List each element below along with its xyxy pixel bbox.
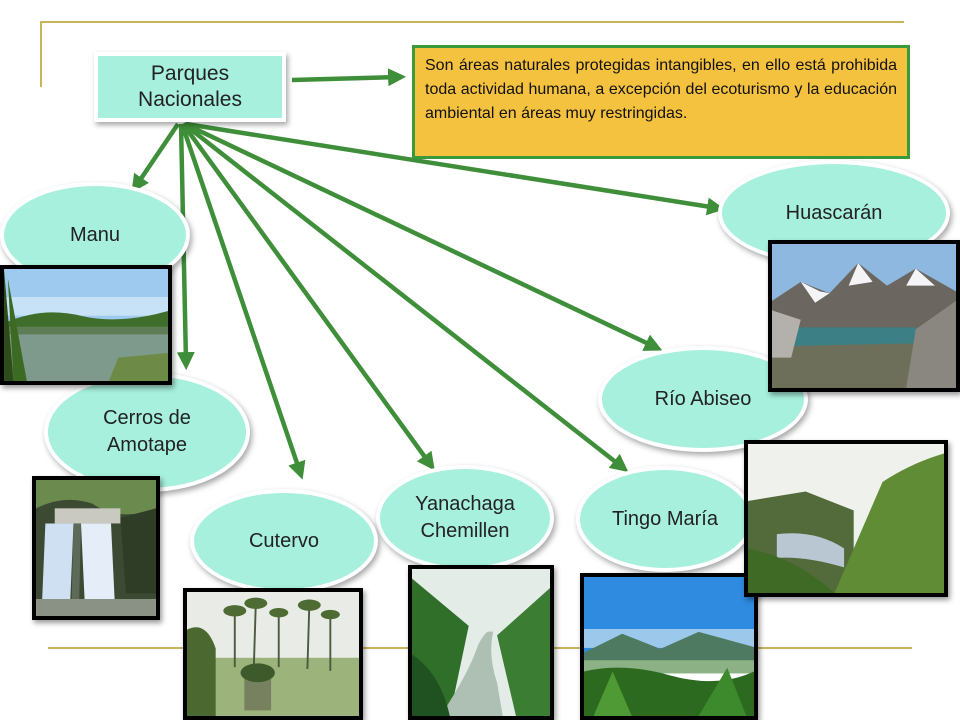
node-cutervo-label: Cutervo [248, 529, 320, 552]
photo-cutervo-palms [183, 588, 363, 720]
root-label-line1: Parques [150, 62, 230, 85]
arrow-to-tingo [182, 122, 629, 472]
node-yanachaga-label-line2: Chemillen [420, 520, 510, 542]
photo-tingo-maria-vista [580, 573, 758, 720]
node-cutervo: Cutervo [190, 489, 378, 593]
photo-huascaran-glacier-lake [768, 240, 960, 392]
arrow-to-definition [291, 68, 407, 87]
definition-box: Son áreas naturales protegidas intangibl… [412, 45, 910, 159]
node-yanachaga-label-line1: Yanachaga [415, 493, 515, 515]
node-tingo-maria: Tingo María [576, 466, 754, 572]
root-node-parques-nacionales: Parques Nacionales [94, 52, 286, 122]
node-cerros-label-line2: Amotape [106, 434, 188, 456]
photo-rio-abiseo-hills [744, 440, 948, 597]
photo-manu-lake [0, 265, 172, 385]
node-cerros-de-amotape: Cerros de Amotape [44, 372, 250, 492]
top-frame-line [40, 21, 904, 23]
arrow-to-huascaran [185, 121, 726, 216]
photo-yanachaga-river-valley [408, 565, 554, 720]
node-cerros-label-line1: Cerros de [103, 407, 191, 429]
arrow-to-rio-abiseo [184, 121, 663, 351]
root-label-line2: Nacionales [138, 88, 242, 111]
node-huascaran-label: Huascarán [785, 201, 883, 224]
arrow-to-manu [131, 122, 180, 193]
arrow-to-yanachaga [181, 122, 435, 471]
node-rio-abiseo-label: Río Abiseo [654, 387, 752, 410]
arrow-to-cutervo [179, 123, 306, 480]
node-tingo-maria-label: Tingo María [612, 507, 718, 530]
left-frame-line [40, 21, 42, 87]
photo-amotape-waterfall [32, 476, 160, 620]
node-yanachaga-chemillen: Yanachaga Chemillen [376, 465, 554, 571]
node-manu-label: Manu [69, 223, 121, 246]
